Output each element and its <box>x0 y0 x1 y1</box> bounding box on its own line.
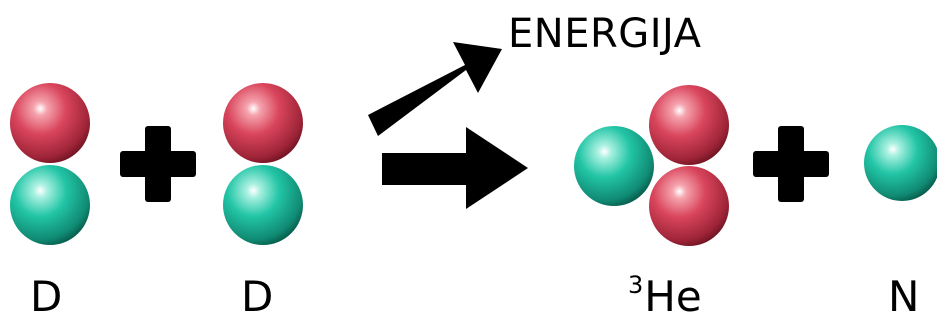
deuterium-nucleus-1 <box>10 83 90 245</box>
neutron-sphere <box>864 125 937 201</box>
helium-3-nucleus <box>574 85 729 246</box>
reactant-1-label: D <box>30 272 63 321</box>
energy-label: ENERGIJA <box>508 11 702 57</box>
neutron-sphere <box>223 165 303 245</box>
reactant-2-label: D <box>241 272 274 321</box>
proton-sphere <box>649 85 729 165</box>
proton-sphere <box>649 166 729 246</box>
neutron-sphere <box>574 126 654 206</box>
proton-sphere <box>223 83 303 163</box>
mass-number: 3 <box>628 271 644 299</box>
plus-icon <box>753 126 829 202</box>
element-symbol: He <box>644 272 702 321</box>
reaction-arrow-icon <box>382 127 528 209</box>
energy-arrow-icon <box>368 42 502 136</box>
neutron-particle <box>864 125 937 201</box>
helium-3-label: 3He <box>628 273 702 318</box>
neutron-label: N <box>888 272 920 321</box>
proton-sphere <box>10 83 90 163</box>
neutron-sphere <box>10 165 90 245</box>
plus-icon <box>120 126 196 202</box>
deuterium-nucleus-2 <box>223 83 303 245</box>
